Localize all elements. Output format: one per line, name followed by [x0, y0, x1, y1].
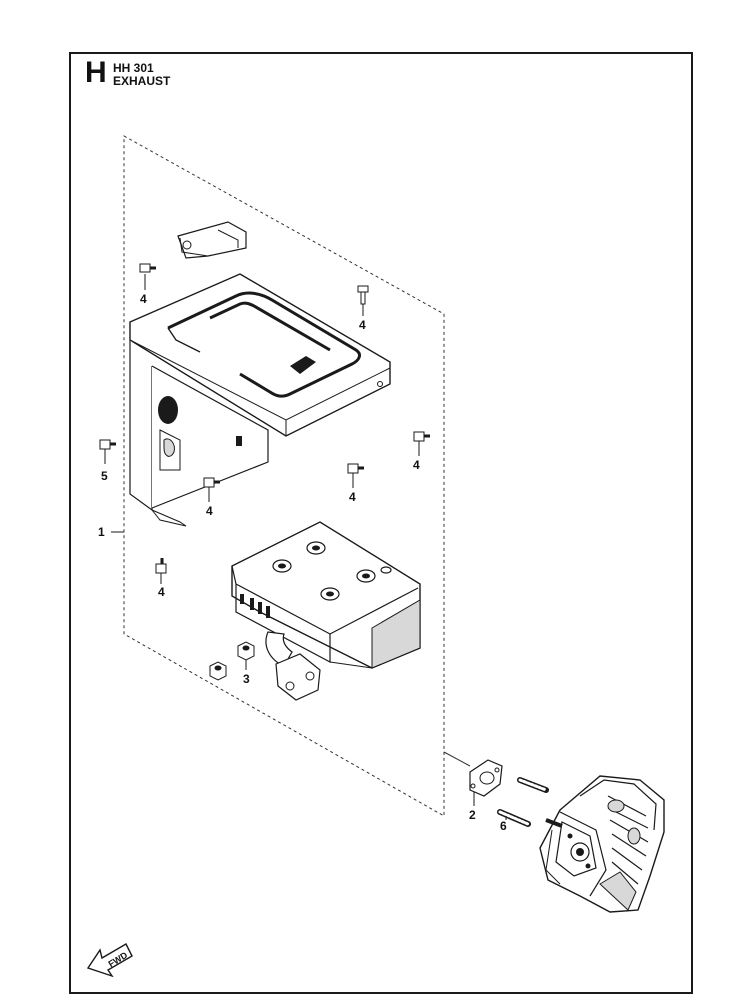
model-code: HH 301	[113, 61, 154, 75]
exhaust-gasket	[469, 759, 503, 797]
callout-5: 5	[101, 469, 108, 483]
callout-4f: 4	[158, 585, 165, 599]
section-name: EXHAUST	[113, 74, 171, 88]
bolt-4b	[357, 285, 369, 305]
exhaust-studs	[497, 777, 549, 827]
engine-leader-line	[443, 751, 471, 767]
bolt-4d	[347, 463, 364, 474]
muffler-cover	[129, 273, 391, 527]
heat-shield-bracket	[177, 221, 247, 259]
callout-1: 1	[98, 525, 105, 539]
callout-4e: 4	[206, 504, 213, 518]
bolt-4c	[413, 431, 430, 442]
callout-4d: 4	[349, 490, 356, 504]
engine-cylinder-head	[539, 775, 665, 913]
bolt-4a	[139, 263, 156, 273]
callout-4c: 4	[413, 458, 420, 472]
leader-lines	[104, 274, 507, 820]
bolt-4f	[155, 558, 167, 574]
callout-4a: 4	[140, 292, 147, 306]
callout-6: 6	[500, 819, 507, 833]
bolt-5	[99, 439, 116, 450]
fwd-arrow-icon: FWD	[86, 943, 133, 978]
diagram-frame	[69, 52, 693, 994]
callout-4b: 4	[359, 318, 366, 332]
callout-3: 3	[243, 672, 250, 686]
nut-3-loose	[209, 661, 227, 681]
nut-3	[237, 641, 255, 661]
callout-2: 2	[469, 808, 476, 822]
muffler-body	[231, 521, 421, 701]
section-letter: H	[85, 56, 107, 89]
